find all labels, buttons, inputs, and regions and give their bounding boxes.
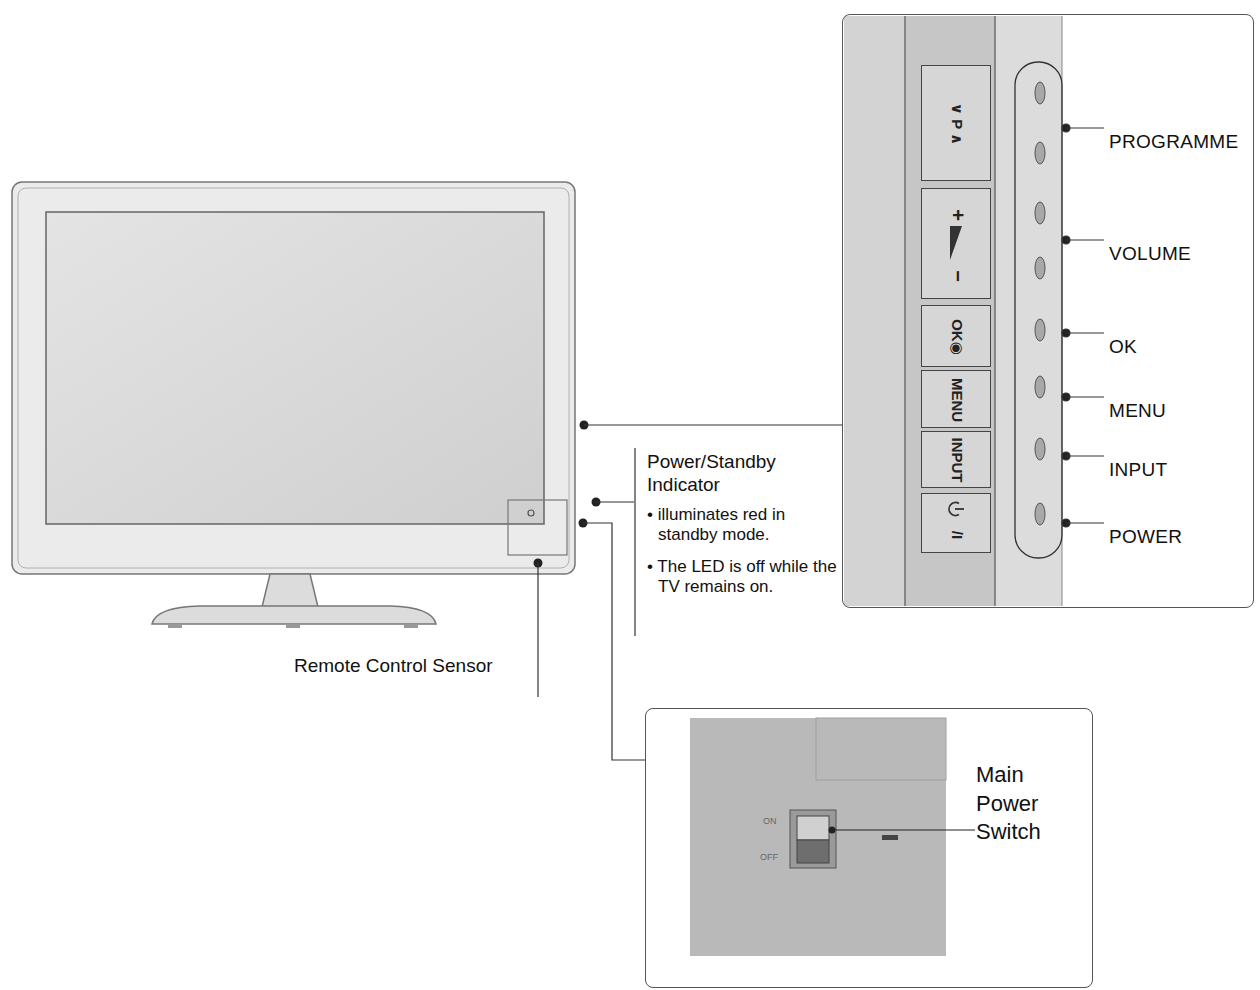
- leader-line: [1066, 455, 1104, 456]
- standby-led: [528, 510, 534, 516]
- stand-foot: [168, 624, 182, 628]
- button-bump: [1035, 438, 1045, 460]
- note: • illuminates red in standby mode.: [647, 505, 847, 544]
- leader-line: [537, 563, 538, 697]
- button-group-outline: [1015, 62, 1062, 558]
- inset-title: Main Power Switch: [976, 761, 1086, 847]
- switch-photo: [690, 718, 946, 956]
- panel-edge: [904, 16, 905, 606]
- panel-strip: [844, 16, 905, 606]
- callout-label: INPUT: [1109, 459, 1168, 481]
- photo-detail: [816, 718, 946, 780]
- tv-screen: [46, 212, 544, 524]
- panel-strip: [995, 16, 1062, 606]
- button-bump: [1035, 142, 1045, 164]
- rocker-switch: [797, 816, 829, 840]
- callout-label: OK: [1109, 336, 1137, 358]
- callout-label: PROGRAMME: [1109, 131, 1238, 153]
- button-bump: [1035, 503, 1045, 525]
- leader-line: [1066, 239, 1104, 240]
- part-label: Remote Control Sensor: [294, 655, 554, 678]
- callout-label: POWER: [1109, 526, 1182, 548]
- leader-line: [583, 523, 645, 760]
- bracket-line: [634, 448, 635, 636]
- indicator-box: [508, 500, 567, 555]
- button-bumps: [1035, 82, 1045, 525]
- stand-foot: [286, 624, 300, 628]
- leader-dot: [829, 827, 836, 834]
- tv-bezel: [12, 182, 575, 574]
- tv-bezel-edge: [18, 188, 569, 568]
- callout-leaders: [1062, 124, 1104, 527]
- power-button: /I: [921, 493, 991, 553]
- switch-marking: ON: [763, 817, 793, 826]
- button-label: OK◉: [948, 319, 966, 355]
- callout-label: VOLUME: [1109, 243, 1191, 265]
- stand-foot: [404, 624, 418, 628]
- rocker-switch: [797, 840, 829, 863]
- leader-line: [832, 829, 975, 830]
- button-bump: [1035, 202, 1045, 224]
- panel-strip: [905, 16, 995, 606]
- leader-line: [1066, 127, 1104, 128]
- button-label: MENU: [949, 378, 966, 422]
- button-bump: [1035, 257, 1045, 279]
- switch-mark: [882, 835, 898, 840]
- leader-line: [584, 424, 842, 425]
- leader-line: [1066, 396, 1104, 397]
- panel-edge: [994, 16, 995, 606]
- volume-wedge-symbol: [950, 226, 962, 260]
- ok-button: OK◉: [921, 305, 991, 367]
- zoom-inset: PROGRAMMEVOLUMEOKMENUINPUTPOWER∨ P ∧+−OK…: [842, 14, 1254, 608]
- button-label: ∨ P ∧: [948, 103, 966, 145]
- power-symbol: [949, 503, 959, 516]
- switch-marking: OFF: [760, 853, 790, 862]
- button-label: +: [946, 209, 969, 221]
- note: • The LED is off while the TV remains on…: [647, 557, 847, 596]
- part-label: Power/Standby Indicator: [647, 451, 837, 497]
- zoom-inset: Main Power Switch: [645, 708, 1093, 988]
- leader-line: [1066, 332, 1104, 333]
- button-bump: [1035, 82, 1045, 104]
- programme-button: ∨ P ∧: [921, 65, 991, 181]
- volume-button: +−: [921, 188, 991, 299]
- button-label: INPUT: [949, 438, 966, 483]
- input-button: INPUT: [921, 431, 991, 488]
- button-label: /I: [949, 531, 966, 539]
- menu-button: MENU: [921, 370, 991, 428]
- button-bump: [1035, 319, 1045, 341]
- tv-stand-neck: [262, 574, 318, 607]
- leader-line: [596, 501, 634, 502]
- tv-stand-base: [152, 606, 436, 624]
- button-bump: [1035, 376, 1045, 398]
- button-label: −: [946, 270, 969, 282]
- callout-label: MENU: [1109, 400, 1166, 422]
- leader-line: [1066, 522, 1104, 523]
- switch-housing: [790, 810, 836, 868]
- power-symbol: [955, 508, 964, 510]
